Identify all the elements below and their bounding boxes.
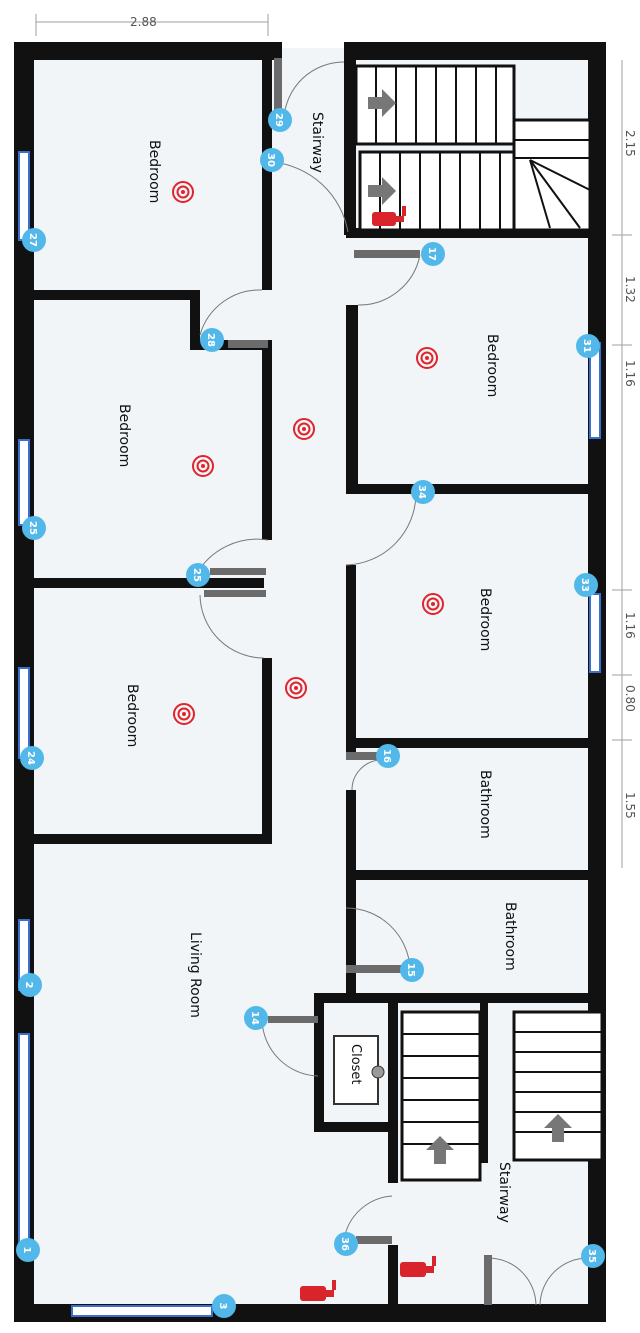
extinguisher-icons [300,206,436,1301]
svg-text:27: 27 [27,233,38,247]
marker[interactable]: 16 [376,744,400,768]
door-stubs [204,58,492,1305]
markers: 29 30 27 17 28 31 34 25 25 33 24 16 15 2… [16,108,605,1318]
svg-text:25: 25 [27,521,38,535]
target-icon [293,418,315,440]
windows [18,151,601,1317]
svg-text:15: 15 [405,963,416,977]
closet-unit [333,1035,385,1105]
dimension-right-6: 1.55 [623,792,637,819]
svg-text:25: 25 [191,568,202,582]
room-label-closet: Closet [348,1044,363,1085]
dimension-lines [35,14,632,868]
arrow-icon [426,1136,454,1164]
room-label-bedroom-c: Bedroom [116,404,132,467]
svg-text:1: 1 [21,1247,32,1254]
dimension-top-width: 2.88 [130,15,157,29]
room-label-living-room: Living Room [187,932,203,1018]
door-swings [195,61,589,1306]
dimension-right-labels: 2.15 1.32 1.16 1.16 0.80 1.55 [623,130,637,819]
marker[interactable]: 2 [18,973,42,997]
target-icon [192,455,214,477]
stair-arrows-bottom [426,1114,572,1164]
room-label-bedroom-a: Bedroom [146,140,162,203]
room-label-bedroom-d: Bedroom [477,588,493,651]
floor-area [18,48,604,1316]
marker[interactable]: 25 [186,563,210,587]
marker[interactable]: 24 [20,746,44,770]
dimension-right-5: 0.80 [623,685,637,712]
dimension-right-4: 1.16 [623,612,637,639]
fire-extinguisher-icon [400,1256,436,1277]
dimension-right-3: 1.16 [623,360,637,387]
room-label-bathroom-a: Bathroom [477,770,493,839]
marker[interactable]: 34 [411,480,435,504]
room-labels: Stairway Bedroom Bedroom Bedroom Bedroom… [116,112,518,1223]
marker[interactable]: 33 [574,573,598,597]
marker[interactable]: 31 [576,334,600,358]
svg-text:35: 35 [586,1249,597,1263]
marker[interactable]: 3 [212,1294,236,1318]
svg-text:29: 29 [273,113,284,127]
room-label-bathroom-b: Bathroom [502,902,518,971]
room-label-bedroom-e: Bedroom [124,684,140,747]
fire-extinguisher-icon [300,1280,336,1301]
svg-text:17: 17 [426,247,437,261]
marker[interactable]: 28 [200,328,224,352]
room-label-bedroom-b: Bedroom [484,334,500,397]
marker[interactable]: 1 [16,1238,40,1262]
room-label-stairway-top: Stairway [309,112,325,173]
dimension-right-2: 1.32 [623,276,637,303]
svg-text:34: 34 [416,485,427,499]
target-icons [172,181,444,725]
dimension-right-1: 2.15 [623,130,637,157]
svg-text:24: 24 [25,751,36,765]
svg-text:28: 28 [205,333,216,347]
marker[interactable]: 14 [244,1006,268,1030]
target-icon [173,703,195,725]
stair-arrows-top [368,89,396,205]
arrow-icon [368,89,396,117]
svg-text:16: 16 [381,749,392,763]
svg-text:2: 2 [23,982,34,989]
svg-text:14: 14 [249,1011,260,1025]
stair-treads-top [375,66,591,230]
closet-knob-icon [371,1065,385,1079]
svg-text:33: 33 [579,578,590,592]
arrow-icon [544,1114,572,1142]
room-label-stairway-bottom: Stairway [496,1162,512,1223]
marker[interactable]: 35 [581,1244,605,1268]
fire-extinguisher-icon [372,206,406,226]
target-icon [172,181,194,203]
svg-text:30: 30 [265,153,276,167]
target-icon [422,593,444,615]
marker[interactable]: 29 [268,108,292,132]
marker[interactable]: 25 [22,516,46,540]
marker[interactable]: 15 [400,958,424,982]
svg-text:36: 36 [339,1237,350,1251]
target-icon [416,347,438,369]
svg-text:31: 31 [581,339,592,353]
target-icon [285,677,307,699]
marker[interactable]: 17 [421,242,445,266]
svg-text:3: 3 [217,1303,228,1310]
marker[interactable]: 30 [260,148,284,172]
marker[interactable]: 36 [334,1232,358,1256]
marker[interactable]: 27 [22,228,46,252]
arrow-icon [368,177,396,205]
